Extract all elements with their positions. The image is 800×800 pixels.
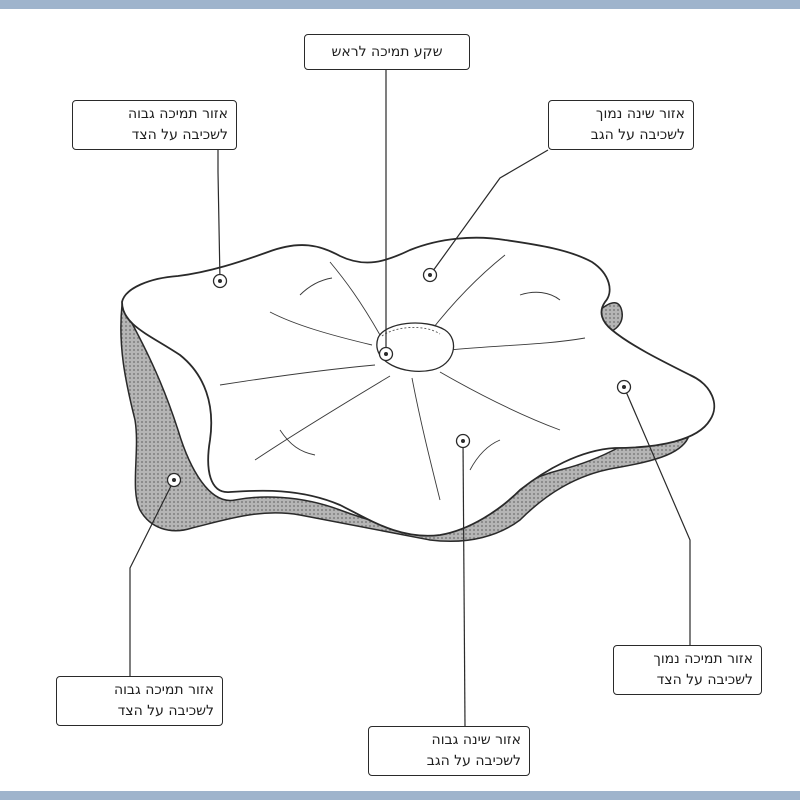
marker-soft-back-top — [422, 267, 438, 283]
top-frame-bar — [0, 0, 800, 9]
pillow-mesh-side — [120, 302, 690, 543]
marker-high-back-bottom — [455, 433, 471, 449]
callout-soft-side-right-line1: אזור תמיכה נמוך — [653, 651, 753, 667]
marker-soft-side-right — [616, 379, 632, 395]
callout-high-back-bottom-line1: אזור שינה גבוה — [431, 732, 521, 748]
callout-soft-back-top: אזור שינה נמוך לשכיבה על הגב — [548, 100, 694, 150]
callout-high-side-top: אזור תמיכה גבוה לשכיבה על הצד — [72, 100, 237, 150]
callout-high-side-bottom-line1: אזור תמיכה גבוה — [113, 682, 214, 698]
callout-soft-back-top-line2: לשכיבה על הגב — [590, 127, 685, 143]
marker-high-side-bottom — [166, 472, 182, 488]
leader-lines — [129, 70, 691, 727]
callout-high-side-bottom: אזור תמיכה גבוה לשכיבה על הצד — [56, 676, 223, 726]
callout-head-hollow: שקע תמיכה לראש — [304, 34, 470, 70]
head-hollow — [376, 322, 455, 372]
callout-head-hollow-line1: שקע תמיכה לראש — [331, 44, 443, 60]
marker-high-side-top — [212, 273, 228, 289]
pillow-seams — [219, 254, 586, 501]
callout-high-back-bottom: אזור שינה גבוה לשכיבה על הגב — [368, 726, 530, 776]
marker-head-hollow — [378, 346, 394, 362]
marker-points — [166, 267, 632, 488]
callout-high-side-bottom-line2: לשכיבה על הצד — [117, 703, 214, 719]
bottom-frame-bar — [0, 791, 800, 800]
callout-soft-side-right-line2: לשכיבה על הצד — [656, 672, 753, 688]
callout-high-side-top-line2: לשכיבה על הצד — [131, 127, 228, 143]
callout-soft-back-top-line1: אזור שינה נמוך — [595, 106, 685, 122]
callout-high-back-bottom-line2: לשכיבה על הגב — [426, 753, 521, 769]
callout-high-side-top-line1: אזור תמיכה גבוה — [127, 106, 228, 122]
callout-soft-side-right: אזור תמיכה נמוך לשכיבה על הצד — [613, 645, 762, 695]
